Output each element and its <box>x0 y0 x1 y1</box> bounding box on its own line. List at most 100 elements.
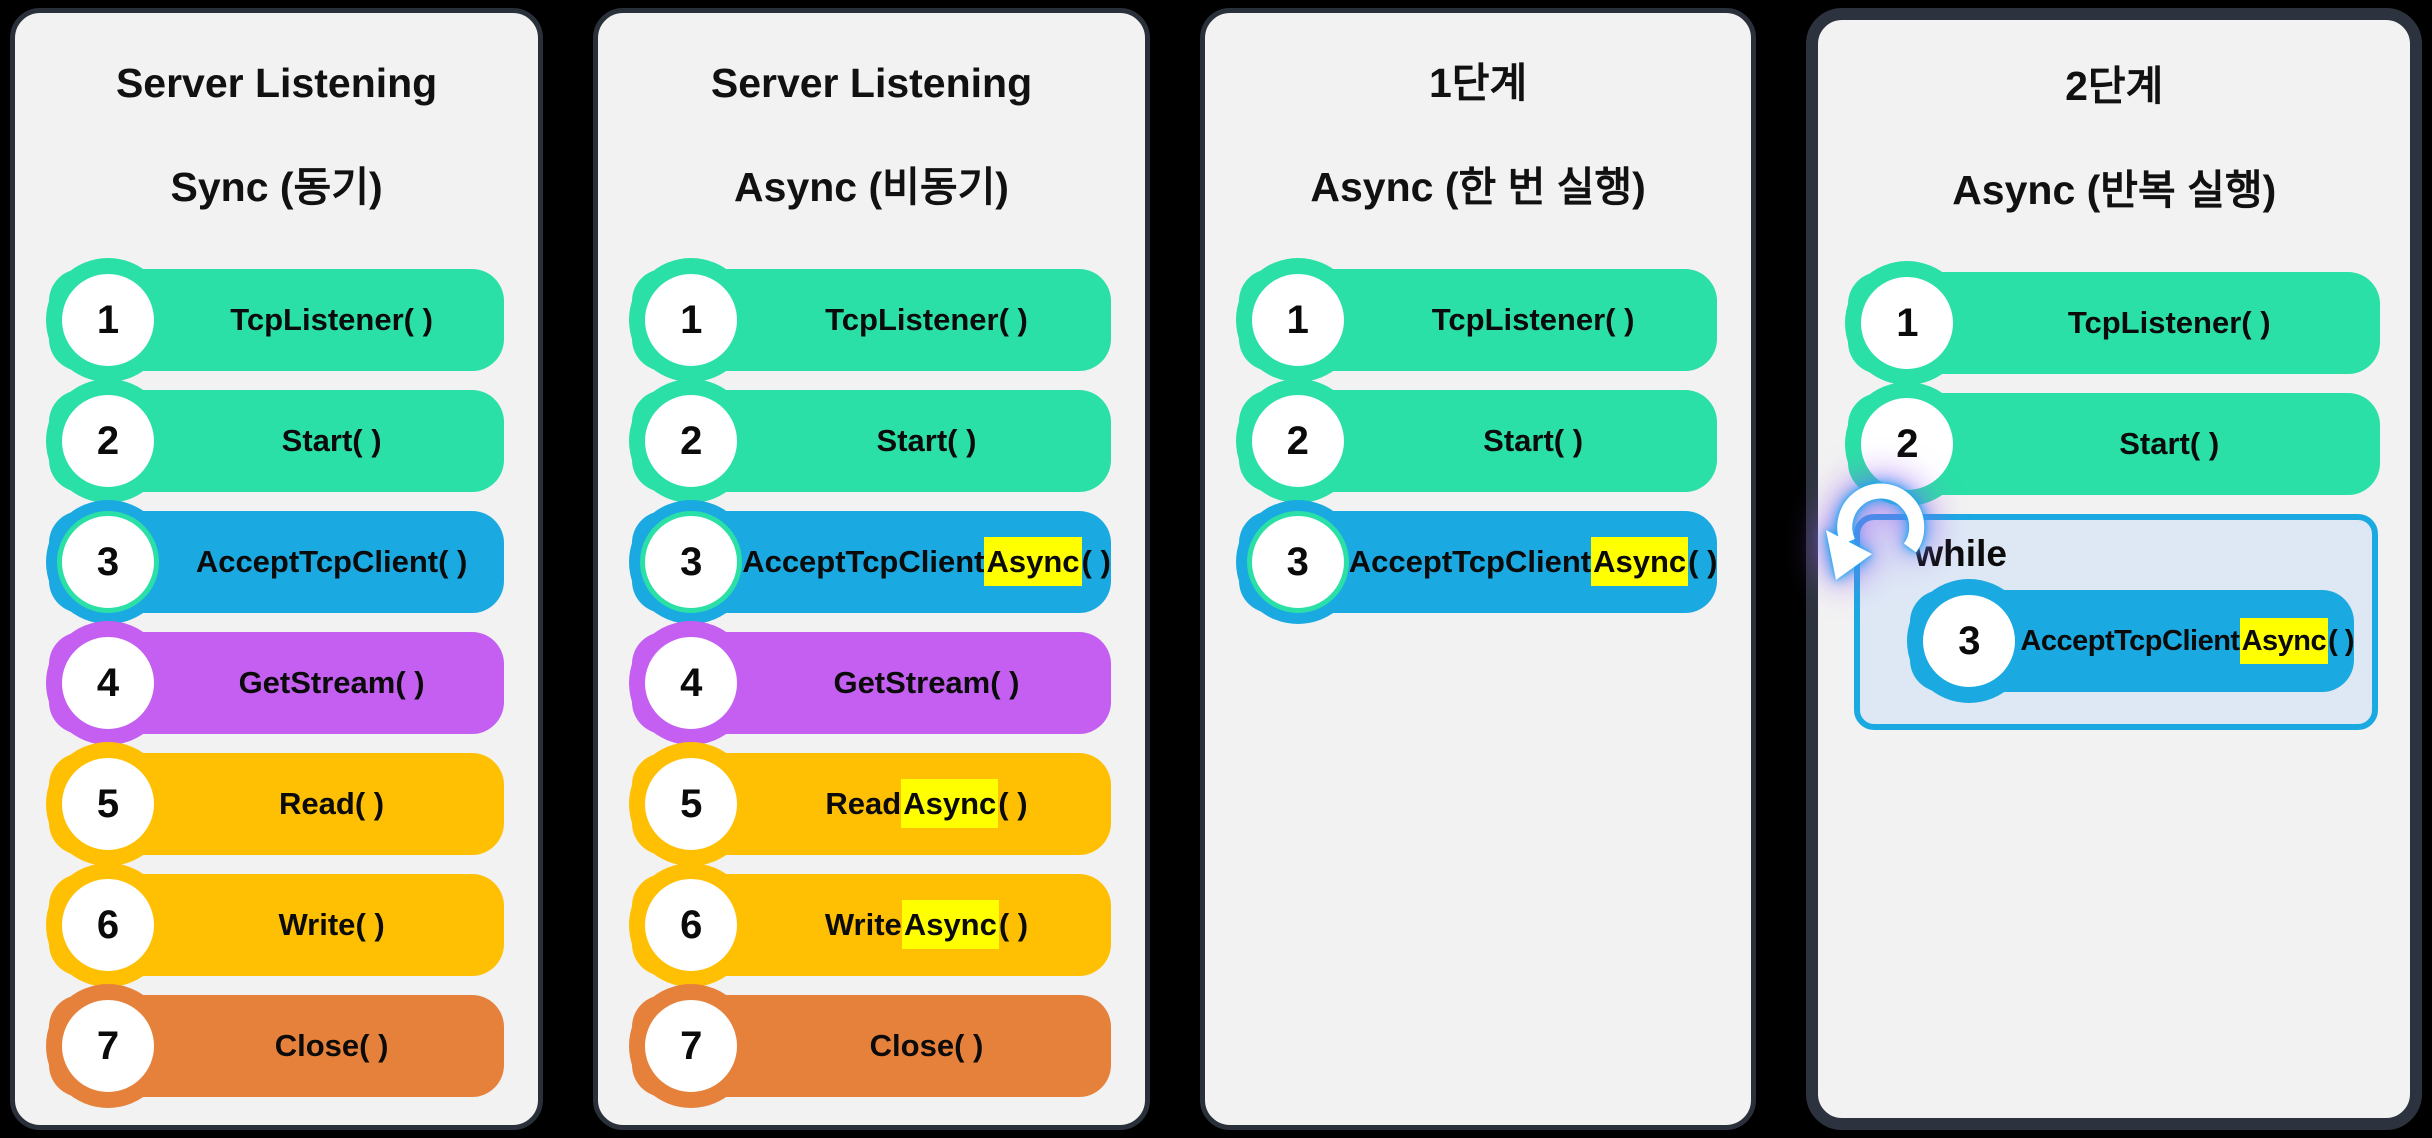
step-number-badge: 4 <box>640 632 743 734</box>
step-label-suffix: ( ) <box>354 786 385 821</box>
step-label-suffix: ( ) <box>403 302 433 337</box>
step-label: AcceptTcpClientAsync( ) <box>1349 537 1718 586</box>
step-number: 5 <box>680 781 703 826</box>
step-number: 7 <box>96 1023 120 1068</box>
step-label: AcceptTcpClient( ) <box>159 544 504 580</box>
step-label-text: TcpListener <box>825 302 999 337</box>
step-list: 1 TcpListener( ) 2 Start( ) 3 AcceptTcpC… <box>1238 269 1718 613</box>
step-number-badge: 2 <box>1856 393 1959 495</box>
step-label: Close( ) <box>159 1028 504 1064</box>
step-label: Close( ) <box>742 1028 1111 1064</box>
step-label-text: Close <box>869 1028 955 1063</box>
step-label-suffix: ( ) <box>352 423 382 458</box>
step-label: TcpListener( ) <box>1958 305 2380 341</box>
step-pill-accepttcpclientasync: 3 AcceptTcpClientAsync( ) <box>632 511 1111 613</box>
step-label: AcceptTcpClientAsync( ) <box>2020 617 2354 664</box>
step-label-text: Read <box>825 786 902 821</box>
step-label-text: TcpListener <box>2067 305 2242 340</box>
step-label: GetStream( ) <box>159 665 504 701</box>
step-number-badge: 2 <box>57 390 159 492</box>
step-number-badge: 5 <box>640 753 743 855</box>
step-pill-accepttcpclientasync: 3 AcceptTcpClientAsync( ) <box>1910 590 2354 692</box>
step-pill-start: 2 Start( ) <box>1238 390 1718 492</box>
step-number-badge: 6 <box>57 874 159 976</box>
panel-subtitle: Async (한 번 실행) <box>1310 164 1646 210</box>
step-label-text: GetStream <box>238 665 396 700</box>
step-label: Read( ) <box>159 786 504 822</box>
step-label: TcpListener( ) <box>1349 302 1718 338</box>
step-number: 3 <box>1286 539 1309 584</box>
step-label-highlight: Async <box>901 900 999 949</box>
step-number: 3 <box>680 539 703 584</box>
step-number: 2 <box>96 418 120 463</box>
step-pill-close: 7 Close( ) <box>49 995 505 1097</box>
step-number-badge: 6 <box>640 874 743 976</box>
panel-title: Server Listening <box>710 60 1033 106</box>
step-label-suffix: ( ) <box>2241 305 2271 340</box>
while-keyword-label: while <box>1914 533 2007 574</box>
step-label-suffix: ( ) <box>395 665 425 700</box>
panel-subtitle: Sync (동기) <box>170 164 383 210</box>
step-number: 4 <box>680 660 703 705</box>
step-number-badge: 1 <box>57 269 159 371</box>
panel-stage2-async-loop: 2단계 Async (반복 실행) 1 TcpListener( ) 2 Sta… <box>1806 8 2422 1130</box>
step-number-badge: 3 <box>1246 511 1349 613</box>
step-label: WriteAsync( ) <box>742 900 1111 949</box>
step-pill-tcplistener: 1 TcpListener( ) <box>1848 272 2380 374</box>
step-pill-getstream: 4 GetStream( ) <box>632 632 1111 734</box>
step-label-text: Read <box>279 786 355 821</box>
step-label-suffix: ( ) <box>1553 423 1584 458</box>
panel-subtitle: Async (반복 실행) <box>1952 167 2277 213</box>
step-label-text: AcceptTcpClient <box>742 544 985 579</box>
step-label-text: Start <box>281 423 353 458</box>
step-number-badge: 2 <box>1246 390 1349 492</box>
step-label-text: Close <box>274 1028 360 1063</box>
panel-subtitle: Async (비동기) <box>734 164 1009 210</box>
step-label-suffix: ( ) <box>2189 426 2220 461</box>
step-number-badge: 7 <box>57 995 159 1097</box>
step-label-text: Start <box>2119 426 2190 461</box>
step-label: GetStream( ) <box>742 665 1111 701</box>
step-label-text: Write <box>278 907 356 942</box>
panel-title: Server Listening <box>115 60 438 106</box>
step-label: Start( ) <box>159 423 504 459</box>
step-label-text: TcpListener <box>1431 302 1606 337</box>
step-pill-start: 2 Start( ) <box>49 390 505 492</box>
step-pill-tcplistener: 1 TcpListener( ) <box>1238 269 1718 371</box>
step-label-suffix: ( ) <box>998 907 1029 942</box>
step-number: 2 <box>1286 418 1309 463</box>
step-number: 3 <box>1958 618 1981 663</box>
step-label-text: GetStream <box>833 665 991 700</box>
panel-server-listening-sync: Server Listening Sync (동기) 1 TcpListener… <box>10 8 544 1130</box>
step-label-suffix: ( ) <box>998 302 1028 337</box>
step-label: TcpListener( ) <box>742 302 1111 338</box>
step-pill-tcplistener: 1 TcpListener( ) <box>49 269 505 371</box>
step-number-badge: 1 <box>1246 269 1349 371</box>
step-number-badge: 3 <box>640 511 743 613</box>
step-pill-accepttcpclient: 3 AcceptTcpClient( ) <box>49 511 505 613</box>
panel-title: 1단계 <box>1428 60 1528 106</box>
step-number: 1 <box>1896 300 1919 345</box>
step-label-highlight: Async <box>984 537 1082 586</box>
step-number: 1 <box>96 297 120 342</box>
step-label: Write( ) <box>159 907 504 943</box>
step-pill-start: 2 Start( ) <box>632 390 1111 492</box>
step-label-suffix: ( ) <box>954 1028 984 1063</box>
step-label-text: AcceptTcpClient <box>195 544 439 579</box>
step-number: 2 <box>1896 421 1919 466</box>
step-number-badge: 4 <box>57 632 159 734</box>
step-label-suffix: ( ) <box>1688 544 1718 579</box>
panel-title: 2단계 <box>2065 63 2164 109</box>
step-list: 1 TcpListener( ) 2 Start( ) 3 AcceptTcpC… <box>49 269 505 1097</box>
step-number-badge: 3 <box>1918 590 2021 692</box>
step-label-suffix: ( ) <box>2328 624 2354 657</box>
step-label-suffix: ( ) <box>998 786 1028 821</box>
step-pill-getstream: 4 GetStream( ) <box>49 632 505 734</box>
step-number-badge: 1 <box>640 269 743 371</box>
step-number-badge: 7 <box>640 995 743 1097</box>
panel-server-listening-async: Server Listening Async (비동기) 1 TcpListen… <box>593 8 1150 1130</box>
step-label: Start( ) <box>742 423 1111 459</box>
step-number: 3 <box>96 539 120 584</box>
step-pill-writeasync: 6 WriteAsync( ) <box>632 874 1111 976</box>
step-pill-read: 5 Read( ) <box>49 753 505 855</box>
